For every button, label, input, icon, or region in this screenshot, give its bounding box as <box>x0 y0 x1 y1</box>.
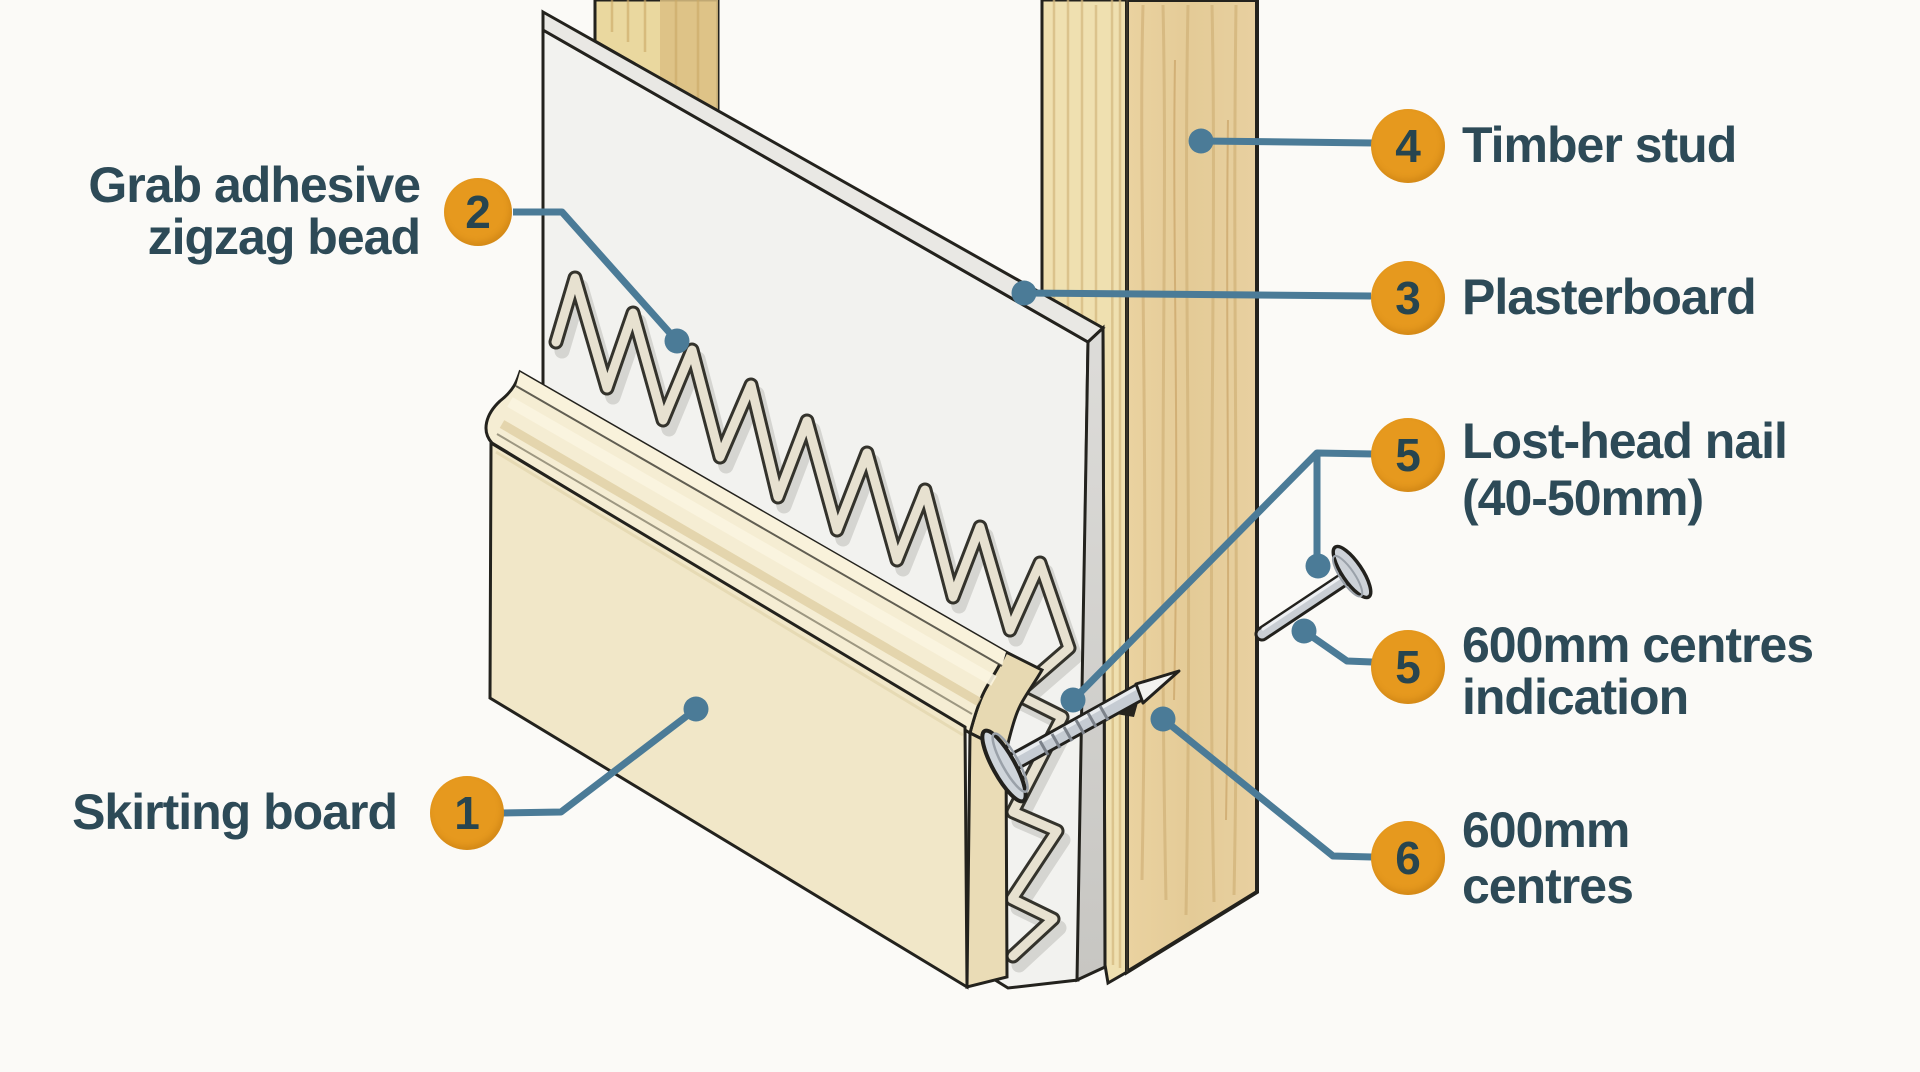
label-centres-indication-line1: 600mm centres <box>1462 617 1814 673</box>
spare-nail-icon <box>1254 544 1373 642</box>
label-grab-adhesive-line2: zigzag bead <box>147 209 421 265</box>
upper-stud-icon <box>593 0 720 115</box>
leader-dots <box>664 128 1331 732</box>
badge-centres-indication: 5 <box>1371 630 1445 704</box>
label-skirting-board: Skirting board <box>72 784 398 840</box>
label-timber-stud: Timber stud <box>1462 117 1737 173</box>
badge-timber-stud: 4 <box>1371 109 1445 183</box>
badge-skirting-board: 1 <box>430 776 504 850</box>
badge-plasterboard: 3 <box>1371 261 1445 335</box>
skirting-board-icon <box>484 369 1045 990</box>
label-grab-adhesive: Grab adhesive zigzag bead <box>0 157 421 265</box>
label-600mm-centres: 600mm centres <box>1462 802 1634 914</box>
label-lost-head-nail-line2: (40-50mm) <box>1462 470 1704 526</box>
lost-head-nail-icon <box>980 669 1181 804</box>
label-600mm-centres-line2: centres <box>1462 858 1634 914</box>
label-600mm-centres-line1: 600mm <box>1462 802 1630 858</box>
label-lost-head-nail: Lost-head nail (40-50mm) <box>1462 413 1788 527</box>
label-lost-head-nail-line1: Lost-head nail <box>1462 413 1788 469</box>
label-centres-indication-line2: indication <box>1462 669 1689 725</box>
badge-600mm-centres: 6 <box>1371 821 1445 895</box>
leader-lines <box>501 137 1375 861</box>
label-centres-indication: 600mm centres indication <box>1462 617 1814 725</box>
badge-lost-head-nail: 5 <box>1371 418 1445 492</box>
label-grab-adhesive-line1: Grab adhesive <box>88 157 421 213</box>
badge-grab-adhesive: 2 <box>444 178 512 246</box>
label-plasterboard: Plasterboard <box>1462 269 1757 325</box>
